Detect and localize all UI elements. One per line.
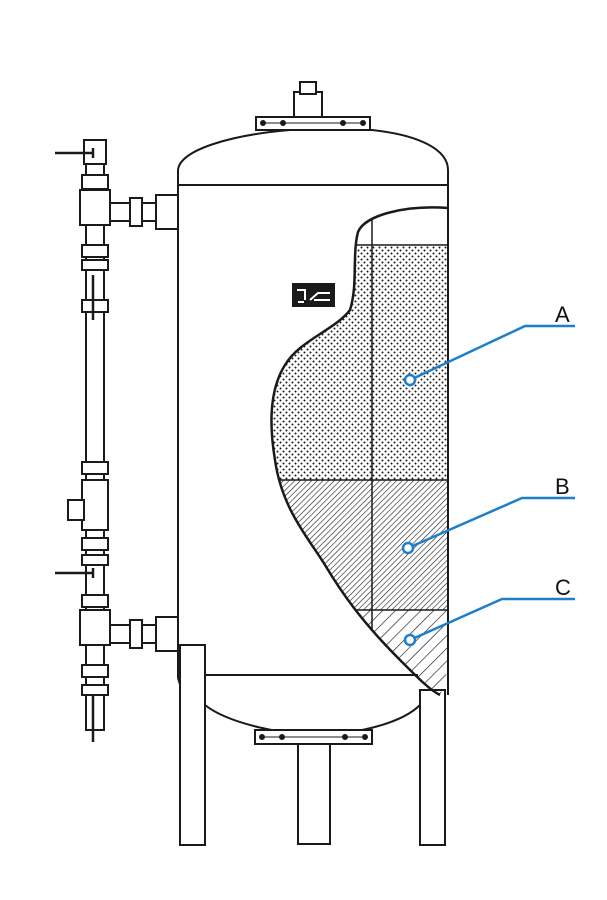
bottom-outlet-flange bbox=[254, 729, 373, 845]
layer-b-fill bbox=[271, 480, 448, 610]
callout-c: C bbox=[403, 575, 575, 647]
callout-label-a: A bbox=[555, 302, 570, 327]
callout-label-c: C bbox=[555, 575, 571, 600]
layer-c-fill bbox=[271, 610, 448, 695]
cutaway-section bbox=[270, 206, 449, 697]
support-legs bbox=[179, 644, 446, 846]
layer-a-fill bbox=[271, 245, 448, 480]
nameplate bbox=[292, 283, 335, 307]
callout-a-marker bbox=[403, 373, 417, 387]
side-piping bbox=[55, 139, 179, 742]
callout-c-marker bbox=[403, 633, 417, 647]
callout-a: A bbox=[403, 302, 575, 387]
callout-b: B bbox=[401, 474, 575, 555]
top-manhole-flange bbox=[255, 81, 371, 131]
callout-label-b: B bbox=[555, 474, 570, 499]
callout-b-marker bbox=[401, 541, 415, 555]
